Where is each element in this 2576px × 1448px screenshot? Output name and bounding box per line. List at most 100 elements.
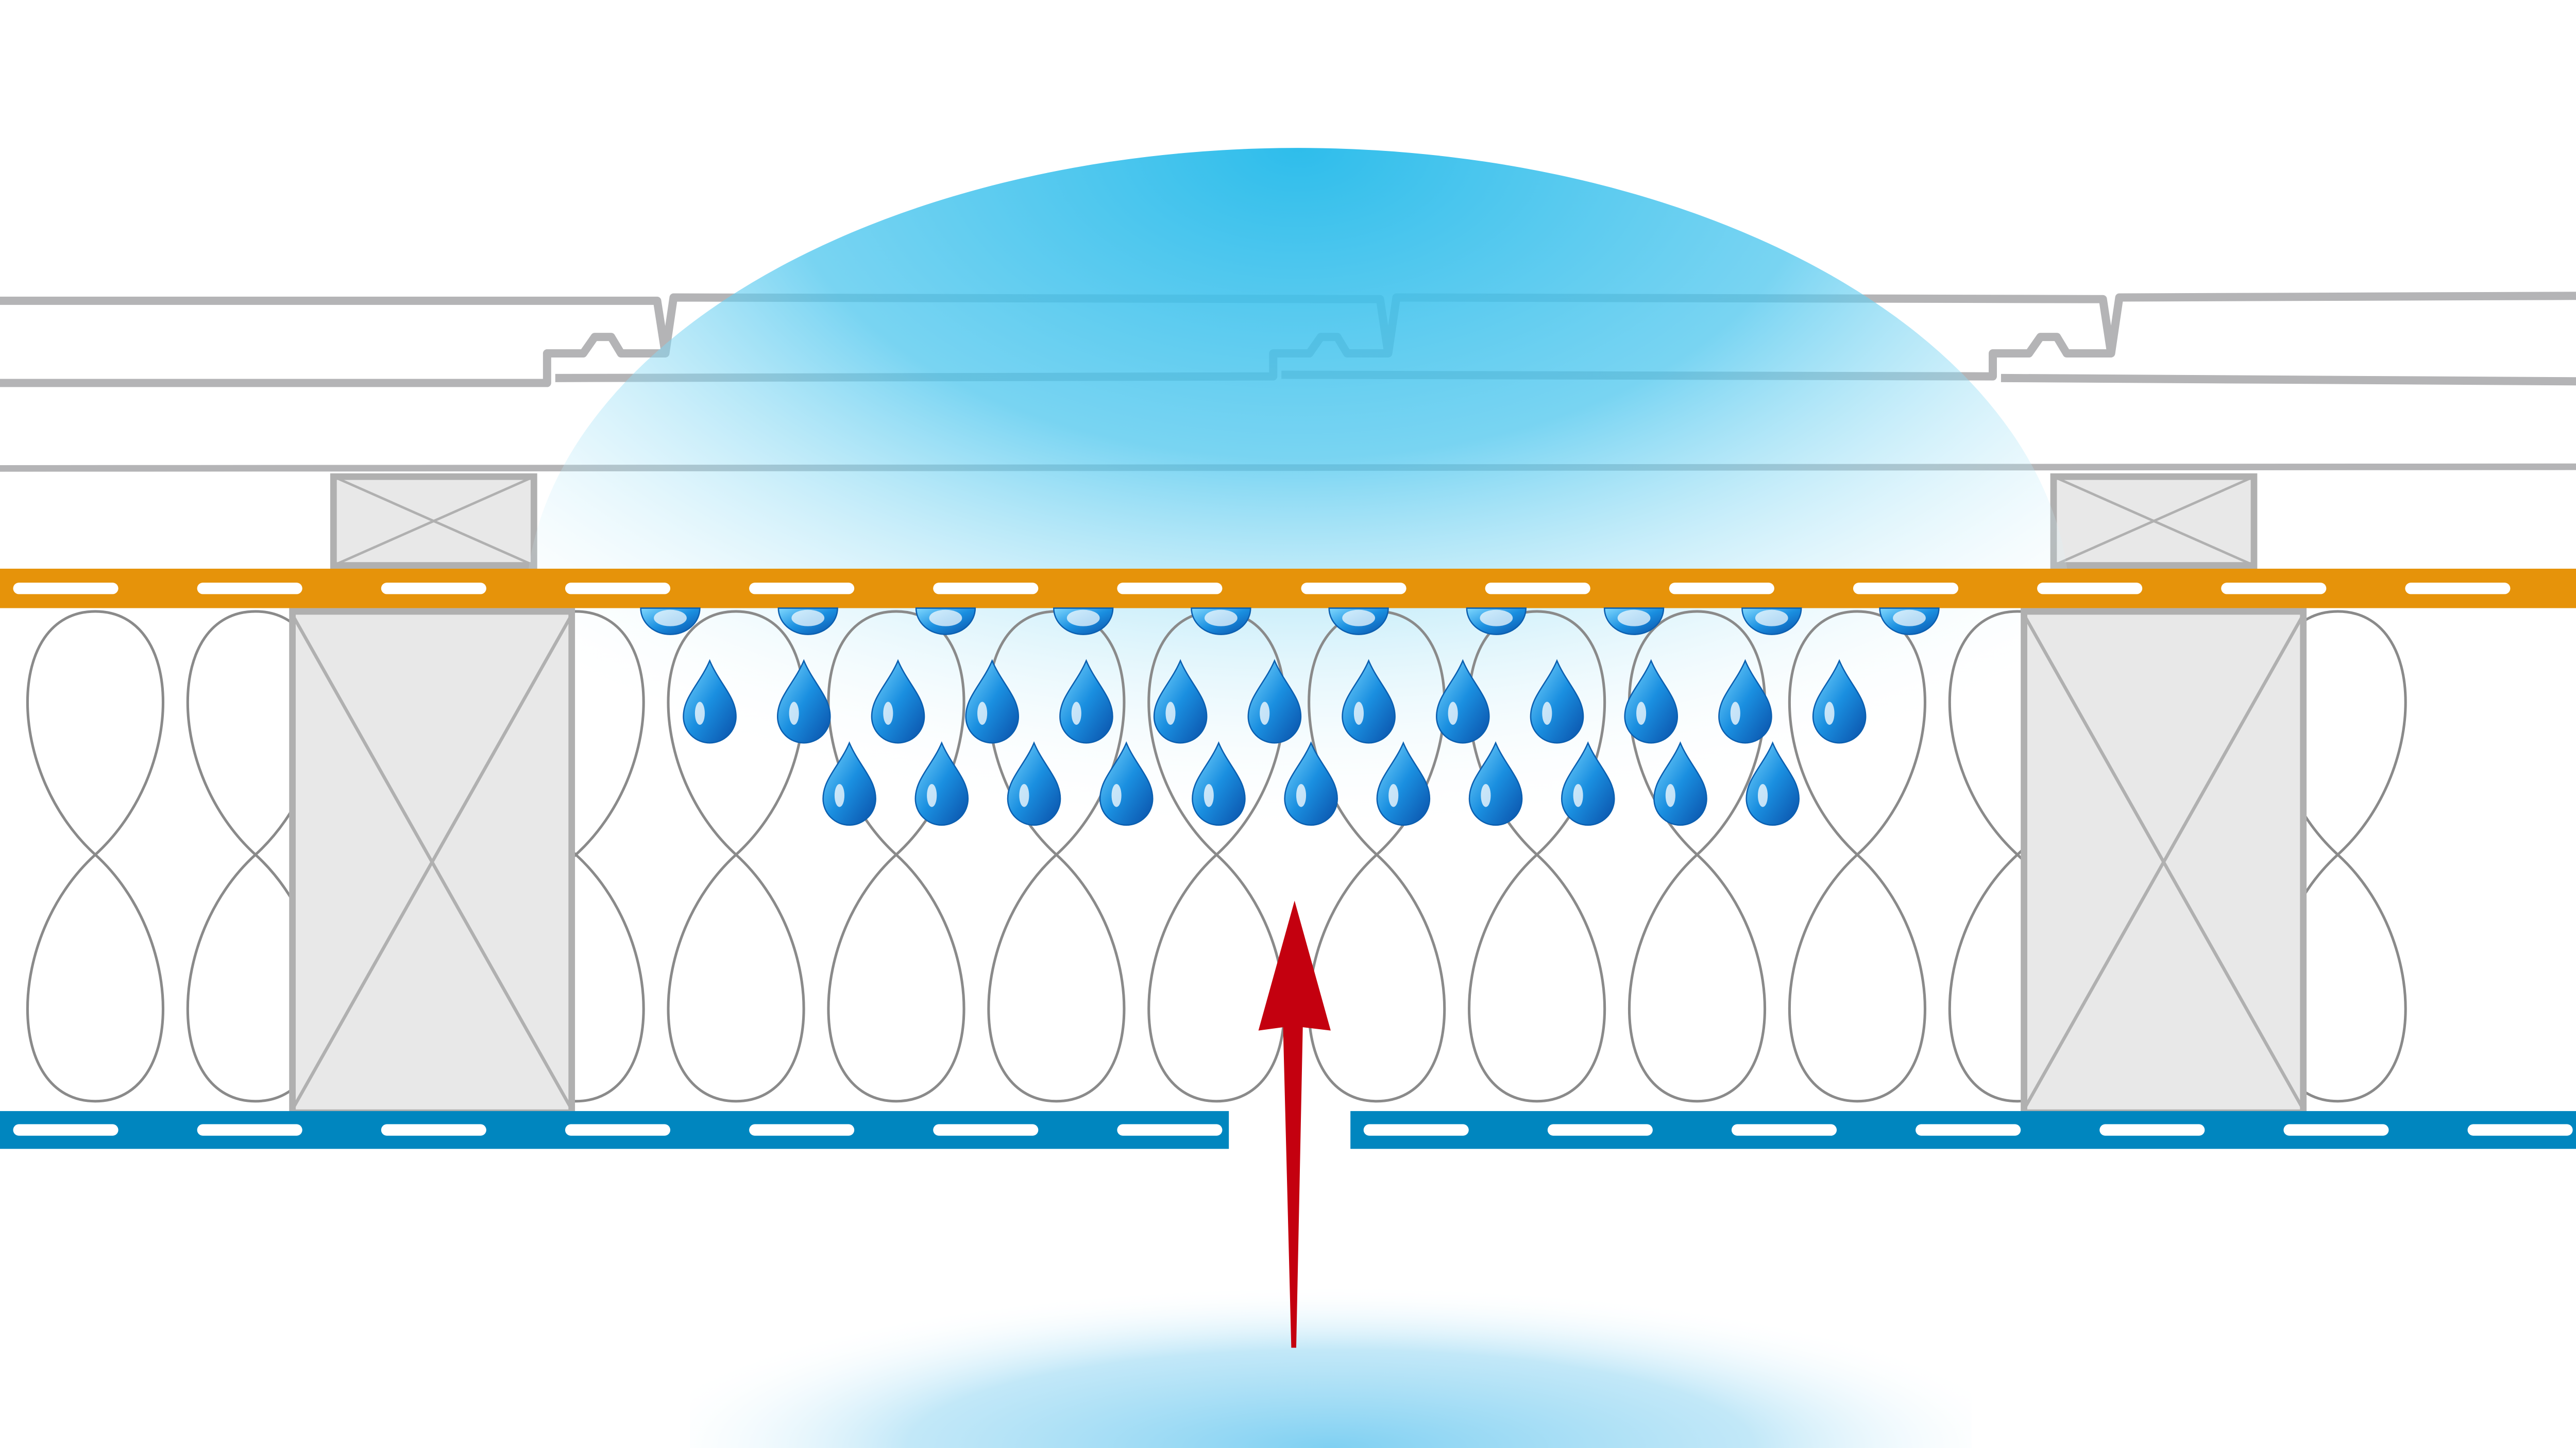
roof-membrane-band-dash: [381, 583, 486, 594]
counter-batten-cross: [333, 475, 535, 567]
water-drop-highlight: [1893, 609, 1926, 626]
vapor-barrier-band-dash: [749, 1124, 855, 1136]
insulation-loop: [1788, 610, 1926, 1103]
roof-membrane-band-dash: [13, 583, 118, 594]
water-drop-highlight: [1755, 609, 1788, 626]
rafters: [289, 608, 2307, 1116]
water-drop-highlight: [1636, 702, 1647, 725]
water-drop-highlight: [1296, 783, 1307, 807]
roof-membrane-band-dash: [1301, 583, 1406, 594]
vapor-barrier-band-dash: [1916, 1124, 2021, 1136]
water-drop: [822, 741, 876, 826]
water-drop-highlight: [1824, 702, 1835, 725]
roof-membrane-band-dash: [2405, 583, 2511, 594]
water-drop: [776, 659, 831, 744]
water-drop-highlight: [883, 702, 893, 725]
insulation-loop: [26, 610, 165, 1103]
water-drop-highlight: [1111, 783, 1122, 807]
vapor-barrier-band-dash: [1547, 1124, 1653, 1136]
rafter-cross: [2022, 614, 2305, 1111]
water-drop: [1247, 659, 1302, 744]
roof-membrane: [0, 568, 2576, 608]
roof-membrane-band-dash: [2221, 583, 2327, 594]
water-drop-highlight: [1573, 783, 1583, 807]
roof-membrane-band-dash: [565, 583, 671, 594]
water-drop-highlight: [1204, 783, 1214, 807]
water-drop-highlight: [1165, 702, 1176, 725]
roof-membrane-band-dash: [749, 583, 855, 594]
insulation-loop: [1628, 610, 1767, 1103]
roof-membrane-band-dash: [1485, 583, 1590, 594]
water-drop-highlight: [1071, 702, 1081, 725]
water-drop-highlight: [1665, 783, 1675, 807]
water-drop-highlight: [834, 783, 845, 807]
water-drop: [1435, 659, 1490, 744]
water-drop-highlight: [1019, 783, 1029, 807]
roof-membrane-band-dash: [1669, 583, 1774, 594]
water-drop-highlight: [1481, 783, 1491, 807]
airflow-arrow: [1258, 900, 1331, 1348]
water-drop-highlight: [1260, 702, 1270, 725]
vapor-barrier-band-dash: [1117, 1124, 1223, 1136]
water-drop-highlight: [977, 702, 988, 725]
water-drop-highlight: [1730, 702, 1740, 725]
water-drop-highlight: [1342, 609, 1376, 626]
insulation-loop: [987, 610, 1126, 1103]
water-drop: [1561, 741, 1615, 826]
water-drop: [1812, 659, 1867, 744]
humid-air-glow: [690, 1150, 1972, 1448]
vapor-barrier-band-dash: [2099, 1124, 2205, 1136]
counter-battens: [330, 473, 2258, 569]
roof-membrane-band-dash: [1853, 583, 1959, 594]
vapor-barrier-band-dash: [197, 1124, 302, 1136]
water-drop: [914, 741, 969, 826]
water-drop: [871, 659, 925, 744]
water-drop: [1007, 741, 1061, 826]
vapor-barrier-band-dash: [1363, 1124, 1469, 1136]
vapor-barrier-band-dash: [933, 1124, 1039, 1136]
water-drop-highlight: [1388, 783, 1399, 807]
roof-membrane-band-dash: [197, 583, 302, 594]
vapor-barrier-band-dash: [2283, 1124, 2389, 1136]
water-drop-highlight: [791, 609, 825, 626]
water-drop: [1718, 659, 1772, 744]
vapor-barrier-band-dash: [2467, 1124, 2573, 1136]
water-drop-highlight: [789, 702, 799, 725]
water-drop: [1745, 741, 1800, 826]
water-drop: [1153, 659, 1208, 744]
roof-membrane-band-dash: [1117, 583, 1223, 594]
water-drop: [965, 659, 1019, 744]
water-drop: [683, 659, 737, 744]
water-drop-highlight: [1542, 702, 1552, 725]
water-drop-highlight: [1205, 609, 1238, 626]
water-drop: [1099, 741, 1154, 826]
water-drop: [1284, 741, 1338, 826]
water-drop-highlight: [927, 783, 937, 807]
water-drop-highlight: [1617, 609, 1651, 626]
water-drop: [1192, 741, 1246, 826]
water-drop: [1468, 741, 1523, 826]
water-drop: [1342, 659, 1396, 744]
insulation-loop: [1147, 610, 1286, 1103]
vapor-barrier-band-dash: [565, 1124, 671, 1136]
water-drop-highlight: [1066, 609, 1100, 626]
counter-batten-cross: [2053, 475, 2255, 567]
water-drop: [1376, 741, 1431, 826]
roof-membrane-band-dash: [933, 583, 1039, 594]
water-drop-highlight: [1757, 783, 1768, 807]
water-drop-highlight: [694, 702, 705, 725]
rafter-cross: [291, 614, 573, 1111]
vapor-barrier-band-dash: [381, 1124, 486, 1136]
water-drop: [1059, 659, 1113, 744]
water-drop: [1653, 741, 1707, 826]
vapor-barrier: [0, 1111, 2576, 1149]
vapor-barrier-band-dash: [1731, 1124, 1837, 1136]
water-drop-highlight: [1448, 702, 1458, 725]
insulation-loop: [667, 610, 805, 1103]
water-drop-highlight: [1480, 609, 1513, 626]
water-drop-highlight: [654, 609, 687, 626]
water-drop: [1624, 659, 1679, 744]
water-drop-highlight: [929, 609, 962, 626]
water-drop-highlight: [1353, 702, 1364, 725]
